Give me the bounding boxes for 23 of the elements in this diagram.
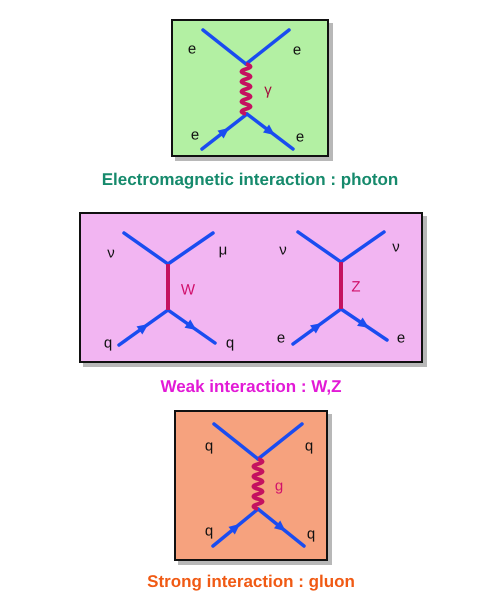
- particle-label: e: [190, 128, 200, 142]
- particle-label: e: [396, 330, 406, 346]
- particle-label: q: [204, 524, 214, 538]
- particle-label: ν: [107, 246, 115, 260]
- node-label: Electromagnetic interaction : photon: [102, 170, 398, 190]
- particle-label: q: [204, 438, 214, 454]
- particle-label: γ: [264, 82, 272, 98]
- node-label: Strong interaction : gluon: [147, 572, 355, 592]
- particle-label: q: [304, 438, 314, 454]
- particle-label: q: [306, 526, 316, 542]
- particle-label: e: [276, 330, 286, 346]
- particle-label: W: [180, 282, 196, 298]
- particle-label: ν: [392, 240, 400, 254]
- particle-label: μ: [218, 242, 228, 258]
- particle-label: g: [274, 478, 284, 494]
- particle-label: q: [104, 336, 112, 350]
- particle-label: q: [226, 336, 234, 350]
- particle-label: e: [292, 42, 302, 58]
- particle-label: e: [188, 42, 196, 56]
- particle-label: ν: [279, 242, 287, 258]
- particle-label: Z: [351, 280, 361, 294]
- particle-label: e: [296, 130, 304, 144]
- node-label: Weak interaction : W,Z: [160, 377, 342, 397]
